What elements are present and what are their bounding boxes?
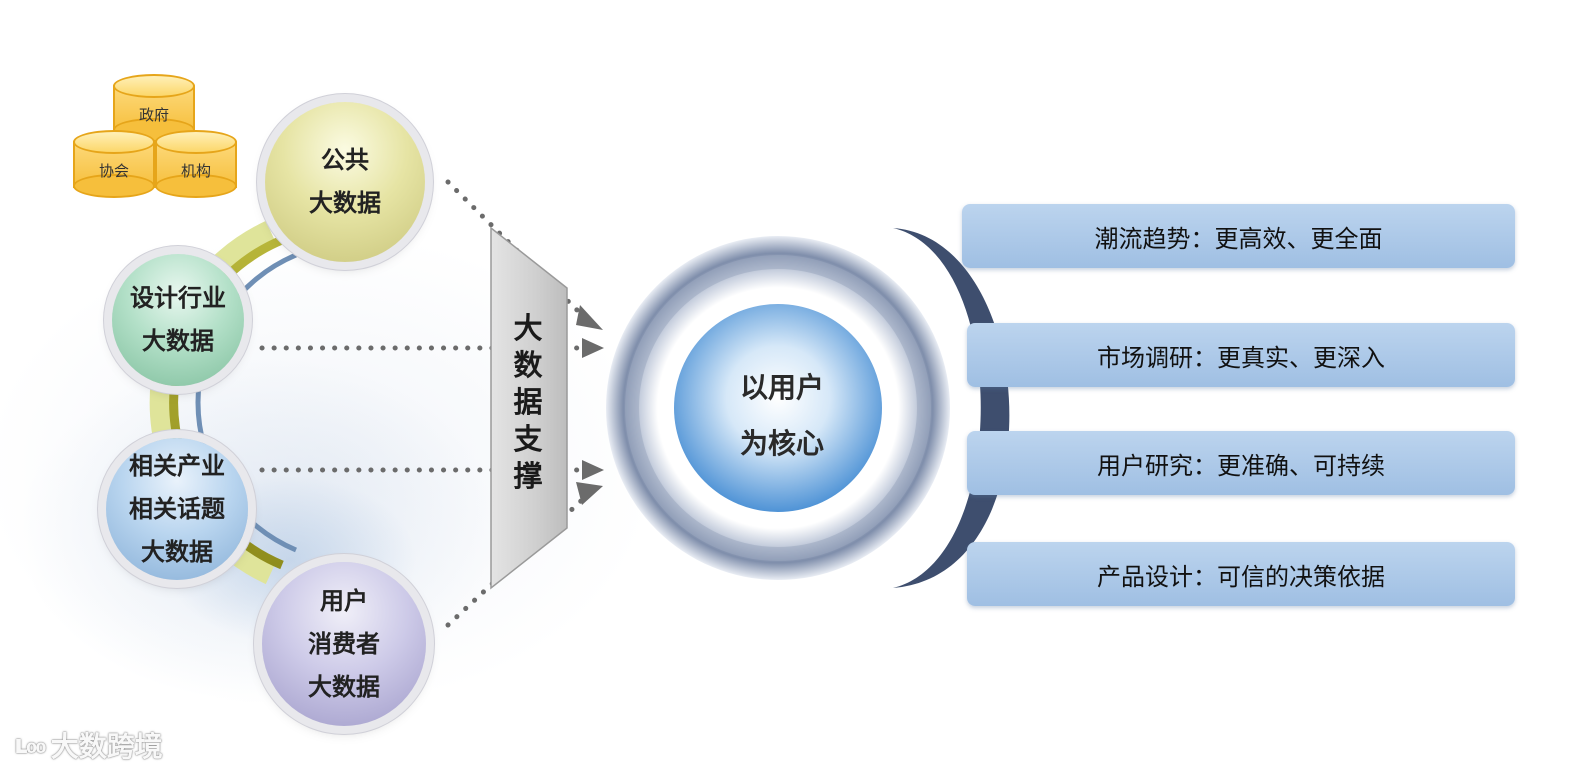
core-circle bbox=[674, 304, 882, 512]
bubble-line: 相关产业 bbox=[129, 451, 225, 480]
core-label: 以用户 为核心 bbox=[682, 360, 882, 472]
arrowhead-industry bbox=[582, 338, 604, 358]
bubble-line: 公共 bbox=[321, 146, 369, 174]
outcome-bar-market-research: 市场调研：更真实、更深入 bbox=[967, 323, 1515, 387]
watermark: ʟ₀₀ 大数跨境 bbox=[14, 725, 163, 765]
database-label: 机构 bbox=[180, 162, 211, 180]
support-trapezoid bbox=[490, 226, 568, 590]
bubble-public-data: 公共 大数据 bbox=[265, 102, 425, 262]
database-association: 协会 bbox=[73, 130, 155, 198]
outcome-text: 用户研究：更准确、可持续 bbox=[1097, 451, 1385, 480]
support-label: 大 数 据 支 撑 bbox=[505, 310, 551, 495]
bubble-related-industry-data: 相关产业 相关话题 大数据 bbox=[106, 438, 248, 580]
support-char: 大 bbox=[513, 311, 543, 345]
arrowhead-public bbox=[576, 305, 603, 330]
support-char: 支 bbox=[513, 422, 543, 456]
support-char: 撑 bbox=[513, 459, 543, 493]
core-line: 为核心 bbox=[739, 427, 824, 460]
arrowhead-related bbox=[582, 460, 604, 480]
outcome-bracket bbox=[893, 228, 1010, 588]
database-label: 协会 bbox=[98, 162, 129, 180]
core-ring-edge bbox=[625, 255, 931, 561]
outcome-text: 潮流趋势：更高效、更全面 bbox=[1094, 224, 1383, 253]
core-line: 以用户 bbox=[739, 371, 824, 404]
support-char: 数 bbox=[513, 348, 543, 382]
bubble-line: 大数据 bbox=[308, 672, 380, 701]
database-label: 政府 bbox=[138, 106, 169, 124]
database-institution: 机构 bbox=[155, 130, 237, 198]
outcome-text: 产品设计：可信的决策依据 bbox=[1097, 562, 1385, 591]
bubble-line: 消费者 bbox=[308, 629, 380, 658]
bubble-line: 大数据 bbox=[309, 189, 381, 217]
bubble-line: 相关话题 bbox=[129, 494, 225, 523]
bubble-line: 设计行业 bbox=[130, 284, 226, 312]
bubble-line: 用户 bbox=[320, 586, 368, 615]
watermark-text: 大数跨境 bbox=[50, 730, 163, 763]
outcome-bar-trends: 潮流趋势：更高效、更全面 bbox=[962, 204, 1515, 268]
bubble-line: 大数据 bbox=[142, 327, 214, 355]
arrowhead-consumer bbox=[576, 482, 603, 505]
bubble-design-industry-data: 设计行业 大数据 bbox=[112, 254, 244, 386]
bubble-consumer-data: 用户 消费者 大数据 bbox=[262, 562, 426, 726]
outcome-text: 市场调研：更真实、更深入 bbox=[1097, 343, 1385, 372]
support-char: 据 bbox=[513, 385, 543, 419]
bubble-line: 大数据 bbox=[141, 537, 213, 566]
source-arc-blue bbox=[195, 252, 297, 553]
watermark-logo-icon: ʟ₀₀ bbox=[14, 730, 47, 760]
outcome-bar-product-design: 产品设计：可信的决策依据 bbox=[967, 542, 1515, 606]
outcome-bar-user-research: 用户研究：更准确、可持续 bbox=[967, 431, 1515, 495]
